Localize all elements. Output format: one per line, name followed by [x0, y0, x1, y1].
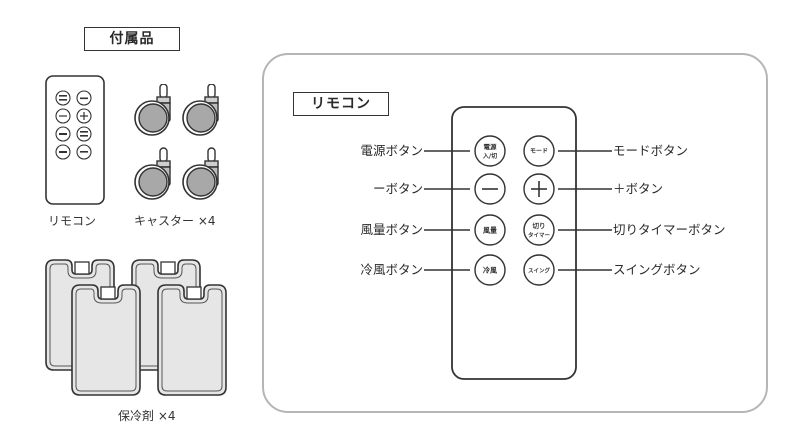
- power-glyph-line2: 入/切: [482, 153, 497, 160]
- remote-panel: [262, 53, 768, 413]
- off-timer-glyph-line1: 切り: [533, 221, 546, 230]
- fan-speed-glyph: 風量: [482, 226, 497, 235]
- mini-off-timer-button-icon: [76, 126, 92, 142]
- caster-icon: [134, 84, 171, 136]
- mode-button-label: モードボタン: [613, 143, 689, 158]
- caster-icon: [182, 84, 219, 136]
- cool-air-glyph: 冷風: [483, 266, 497, 275]
- power-button-label: 電源ボタン: [360, 143, 423, 158]
- swing-glyph: スイング: [528, 267, 551, 275]
- casters-illustration: [134, 84, 219, 200]
- power-button: [474, 135, 506, 167]
- minus-button-label: ーボタン: [372, 181, 423, 196]
- leader-lines: [424, 150, 612, 271]
- casters-caption: キャスター ×4: [134, 214, 216, 228]
- ice-pack-icon: [71, 284, 141, 396]
- mode-button: [523, 135, 555, 167]
- remote-body: [451, 106, 577, 380]
- ice-packs-illustration: [45, 259, 227, 396]
- ice-pack-icon: [157, 284, 227, 396]
- caster-icon: [134, 147, 171, 200]
- off-timer-button-label: 切りタイマーボタン: [613, 222, 726, 237]
- cool-air-button-label: 冷風ボタン: [360, 262, 423, 277]
- mini-power-button-icon: [55, 90, 71, 106]
- remote-diagram: 電源 入/切 モード 風量 切り タイマー 冷風 スイング: [424, 106, 612, 380]
- accessories-title: 付属品: [84, 27, 180, 51]
- caster-icon: [182, 147, 219, 200]
- mode-glyph: モード: [530, 148, 548, 155]
- ice-packs-caption: 保冷剤 ×4: [118, 409, 176, 423]
- plus-button-label: ＋ボタン: [613, 181, 664, 196]
- fan-speed-button: [474, 214, 506, 246]
- off-timer-button: [523, 214, 555, 246]
- swing-button: [523, 254, 555, 286]
- off-timer-glyph-line2: タイマー: [528, 231, 551, 239]
- remote-panel-title: リモコン: [293, 92, 389, 116]
- remote-panel-title-text: リモコン: [311, 96, 371, 112]
- swing-button-label: スイングボタン: [613, 262, 701, 277]
- accessories-title-text: 付属品: [109, 31, 155, 47]
- remote-illustration: [45, 75, 105, 205]
- fan-speed-button-label: 風量ボタン: [360, 222, 423, 237]
- remote-caption: リモコン: [48, 214, 97, 228]
- power-glyph-line1: 電源: [484, 142, 498, 151]
- cool-air-button: [474, 254, 506, 286]
